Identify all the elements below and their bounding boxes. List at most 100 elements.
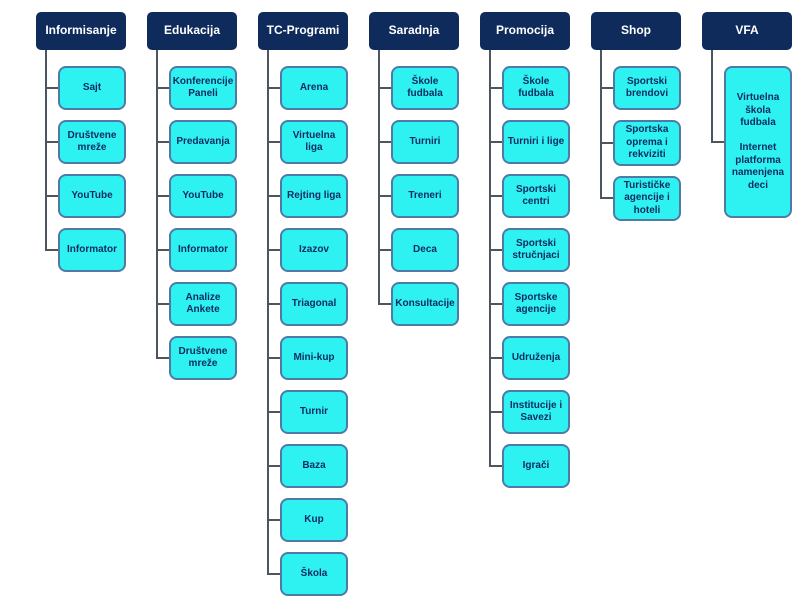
org-node-label: Sportske agencije (514, 291, 558, 316)
org-node: Društvene mreže (169, 336, 237, 380)
tree-branch: Udruženja (489, 336, 570, 380)
org-node: Turniri (391, 120, 459, 164)
org-node-label: Baza (302, 459, 326, 471)
tree-branch: Sportska oprema i rekviziti (600, 120, 681, 166)
column-header-label: VFA (735, 23, 759, 38)
org-node-label: Kup (304, 513, 324, 525)
org-node: Škola (280, 552, 348, 596)
org-node: Virtuelna liga (280, 120, 348, 164)
org-node-label: Sportski brendovi (625, 75, 669, 100)
org-node-label: Izazov (298, 243, 329, 255)
org-node: Konferencije Paneli (169, 66, 237, 110)
org-node: Triagonal (280, 282, 348, 326)
tree-branch: Turniri (378, 120, 459, 164)
org-node: Informator (58, 228, 126, 272)
tree-branch: Škole fudbala (489, 66, 570, 110)
org-node: Sportske agencije (502, 282, 570, 326)
column-header-promocija: Promocija (480, 12, 570, 50)
column-promocija: Promocija Škole fudbala Turniri i lige S… (480, 12, 570, 490)
org-node-label: Informator (178, 243, 228, 255)
org-node: Sportski stručnjaci (502, 228, 570, 272)
tree-branch: Konferencije Paneli (156, 66, 237, 110)
tree-branch: Izazov (267, 228, 348, 272)
tree-branch: Turističke agencije i hoteli (599, 175, 681, 223)
column-header-label: Edukacija (163, 23, 221, 38)
org-node: Sportski brendovi (613, 66, 681, 110)
column-saradnja: Saradnja Škole fudbala Turniri Treneri D… (369, 12, 459, 328)
tree-branch: Sportski centri (489, 174, 570, 218)
org-node-label: Turniri i lige (507, 135, 565, 147)
tree-branch: Škola (266, 552, 348, 598)
org-node-label: Društvene mreže (67, 129, 117, 154)
tree-branch: YouTube (156, 174, 237, 218)
org-node: Predavanja (169, 120, 237, 164)
column-header-label: Promocija (495, 23, 555, 38)
column-header-informisanje: Informisanje (36, 12, 126, 50)
column-header-label: TC-Programi (266, 23, 340, 38)
org-node-label: Mini-kup (293, 351, 335, 363)
column-header-edukacija: Edukacija (147, 12, 237, 50)
org-node: Virtuelna škola fudbala Internet platfor… (724, 66, 792, 218)
column-header-label: Shop (621, 23, 651, 38)
org-node-label: Treneri (408, 189, 442, 201)
column-children: Konferencije Paneli Predavanja YouTube I… (155, 50, 237, 382)
column-children: Sportski brendovi Sportska oprema i rekv… (599, 50, 681, 223)
org-node: Škole fudbala (502, 66, 570, 110)
column-children: Škole fudbala Turniri Treneri Deca Konsu… (377, 50, 459, 328)
org-node: Kup (280, 498, 348, 542)
tree-branch: Društvene mreže (155, 336, 237, 382)
column-header-shop: Shop (591, 12, 681, 50)
org-node: Turističke agencije i hoteli (613, 175, 681, 221)
org-node-label: Škole fudbala (407, 75, 443, 100)
org-node-label: Turnir (299, 405, 329, 417)
column-children: Virtuelna škola fudbala Internet platfor… (710, 50, 792, 220)
org-node-label: Konsultacije (395, 297, 455, 309)
org-node-label: YouTube (71, 189, 113, 201)
tree-branch: Turnir (267, 390, 348, 434)
tree-branch: YouTube (45, 174, 126, 218)
column-header-label: Informisanje (45, 23, 117, 38)
org-node-label: Konferencije Paneli (172, 75, 234, 100)
org-node-label: Turniri (409, 135, 441, 147)
org-node-label: Triagonal (291, 297, 337, 309)
org-node: Turniri i lige (502, 120, 570, 164)
org-node-label: Predavanja (176, 135, 230, 147)
org-node-label: Sportski stručnjaci (512, 237, 560, 262)
column-header-tc-programi: TC-Programi (258, 12, 348, 50)
tree-branch: Deca (378, 228, 459, 272)
column-header-saradnja: Saradnja (369, 12, 459, 50)
column-tc-programi: TC-Programi Arena Virtuelna liga Rejting… (258, 12, 348, 598)
org-node: Baza (280, 444, 348, 488)
column-children: Arena Virtuelna liga Rejting liga Izazov… (266, 50, 348, 598)
org-node-label: Informator (67, 243, 117, 255)
tree-branch: Sportski stručnjaci (489, 228, 570, 272)
org-node: Turnir (280, 390, 348, 434)
tree-branch: Virtuelna škola fudbala Internet platfor… (710, 66, 792, 220)
tree-branch: Škole fudbala (378, 66, 459, 110)
org-node: Deca (391, 228, 459, 272)
org-node-label: Virtuelna liga (292, 129, 336, 154)
org-node: Konsultacije (391, 282, 459, 326)
tree-branch: Sportski brendovi (600, 66, 681, 110)
tree-branch: Informator (156, 228, 237, 272)
tree-branch: Predavanja (156, 120, 237, 164)
org-node: Sportski centri (502, 174, 570, 218)
org-node: Igrači (502, 444, 570, 488)
tree-branch: Triagonal (267, 282, 348, 326)
org-node-label: YouTube (182, 189, 224, 201)
org-node-label: Društvene mreže (178, 345, 228, 370)
org-node-label: Analize Ankete (185, 291, 221, 316)
column-shop: Shop Sportski brendovi Sportska oprema i… (591, 12, 681, 223)
tree-branch: Baza (267, 444, 348, 488)
org-node-label: Udruženja (511, 351, 561, 363)
column-header-vfa: VFA (702, 12, 792, 50)
org-node-label: Rejting liga (287, 189, 341, 201)
tree-branch: Turniri i lige (489, 120, 570, 164)
org-node: Društvene mreže (58, 120, 126, 164)
org-node-label: Turističke agencije i hoteli (623, 179, 671, 216)
org-node-label: Sportska oprema i rekviziti (625, 124, 669, 160)
tree-branch: Analize Ankete (156, 282, 237, 326)
tree-branch: Sportske agencije (489, 282, 570, 326)
org-node: Institucije i Savezi (502, 390, 570, 434)
column-informisanje: Informisanje Sajt Društvene mreže YouTub… (36, 12, 126, 274)
